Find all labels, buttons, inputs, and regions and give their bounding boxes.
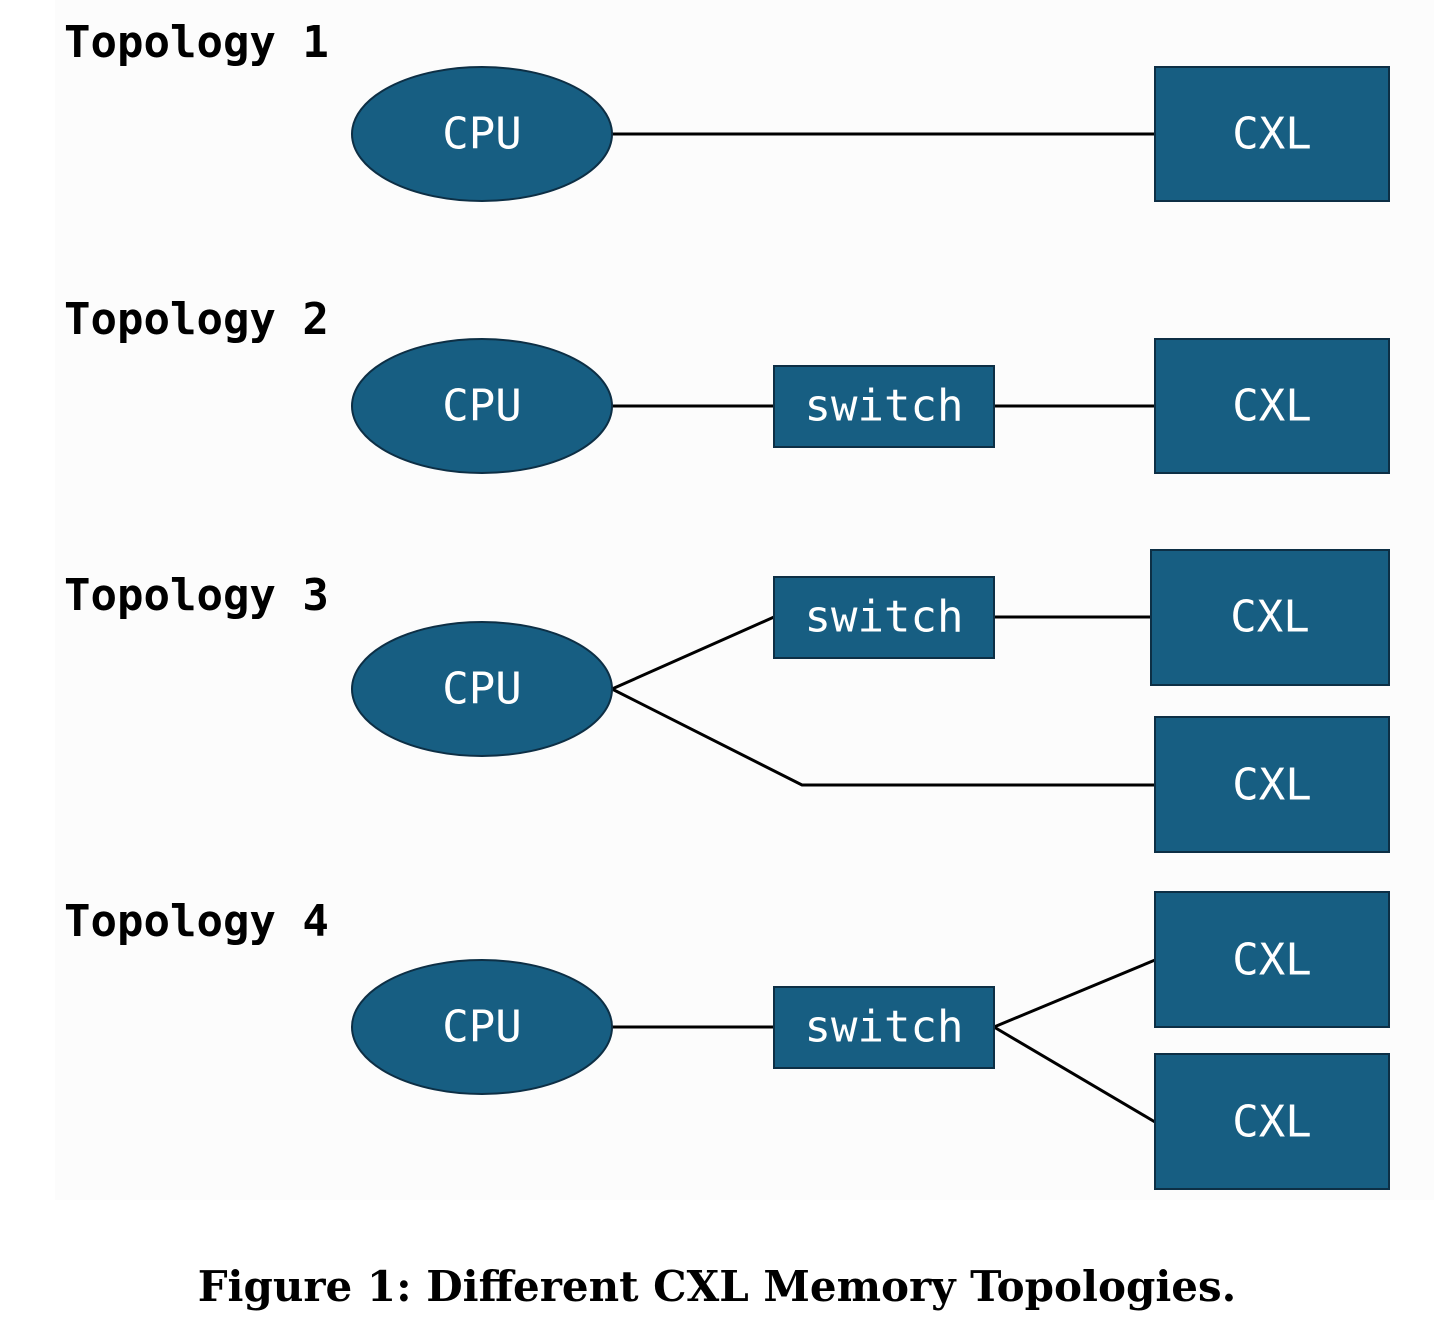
- edge-switch-cxl: [993, 1025, 1156, 1124]
- switch-node: switch: [773, 576, 995, 659]
- cpu-ellipse: [351, 959, 613, 1095]
- topology-4-title: Topology 4: [64, 896, 329, 947]
- cxl-label: CXL: [1230, 592, 1309, 643]
- cxl-node: CXL: [1154, 1053, 1390, 1190]
- cxl-label: CXL: [1232, 109, 1311, 160]
- switch-node: switch: [773, 365, 995, 448]
- figure-caption: Figure 1: Different CXL Memory Topologie…: [197, 1262, 1237, 1311]
- cpu-ellipse: [351, 621, 613, 757]
- topology-2: Topology 2 CPU switch CXL: [64, 294, 1390, 474]
- edge-cpu-switch: [611, 615, 775, 691]
- cpu-node: CPU: [351, 621, 613, 757]
- topology-1: Topology 1 CPU CXL: [64, 17, 1390, 202]
- cxl-node: CXL: [1154, 716, 1390, 853]
- cpu-ellipse: [351, 338, 613, 474]
- cxl-node: CXL: [1154, 338, 1390, 474]
- cxl-box: [1150, 549, 1390, 686]
- topology-3: Topology 3 CPU switch CXL CXL: [64, 549, 1390, 853]
- cpu-label: CPU: [442, 109, 521, 160]
- cxl-label: CXL: [1232, 1097, 1311, 1148]
- cxl-node: CXL: [1154, 66, 1390, 202]
- cxl-node: CXL: [1150, 549, 1390, 686]
- cpu-label: CPU: [442, 381, 521, 432]
- topology-3-title: Topology 3: [64, 570, 329, 621]
- edge-switch-cxl: [993, 958, 1156, 1029]
- topology-diagram: Topology 1 CPU CXL Topology 2 CPU switch…: [64, 17, 1390, 1190]
- switch-box: [773, 576, 995, 659]
- switch-label: switch: [805, 1002, 964, 1053]
- cxl-node: CXL: [1154, 891, 1390, 1028]
- cpu-label: CPU: [442, 664, 521, 715]
- cxl-box: [1154, 891, 1390, 1028]
- cpu-label: CPU: [442, 1002, 521, 1053]
- topology-4: Topology 4 CPU switch CXL CXL: [64, 891, 1390, 1190]
- cxl-label: CXL: [1232, 381, 1311, 432]
- switch-label: switch: [805, 592, 964, 643]
- switch-box: [773, 365, 995, 448]
- topology-1-title: Topology 1: [64, 17, 329, 68]
- cxl-box: [1154, 338, 1390, 474]
- edge-cpu-cxl: [611, 687, 1155, 787]
- switch-box: [773, 986, 995, 1069]
- cxl-box: [1154, 716, 1390, 853]
- cpu-ellipse: [351, 66, 613, 202]
- cpu-node: CPU: [351, 338, 613, 474]
- cxl-label: CXL: [1232, 760, 1311, 811]
- cxl-label: CXL: [1232, 935, 1311, 986]
- cpu-node: CPU: [351, 66, 613, 202]
- cpu-node: CPU: [351, 959, 613, 1095]
- switch-node: switch: [773, 986, 995, 1069]
- switch-label: switch: [805, 381, 964, 432]
- cxl-box: [1154, 66, 1390, 202]
- cxl-box: [1154, 1053, 1390, 1190]
- topology-2-title: Topology 2: [64, 294, 329, 345]
